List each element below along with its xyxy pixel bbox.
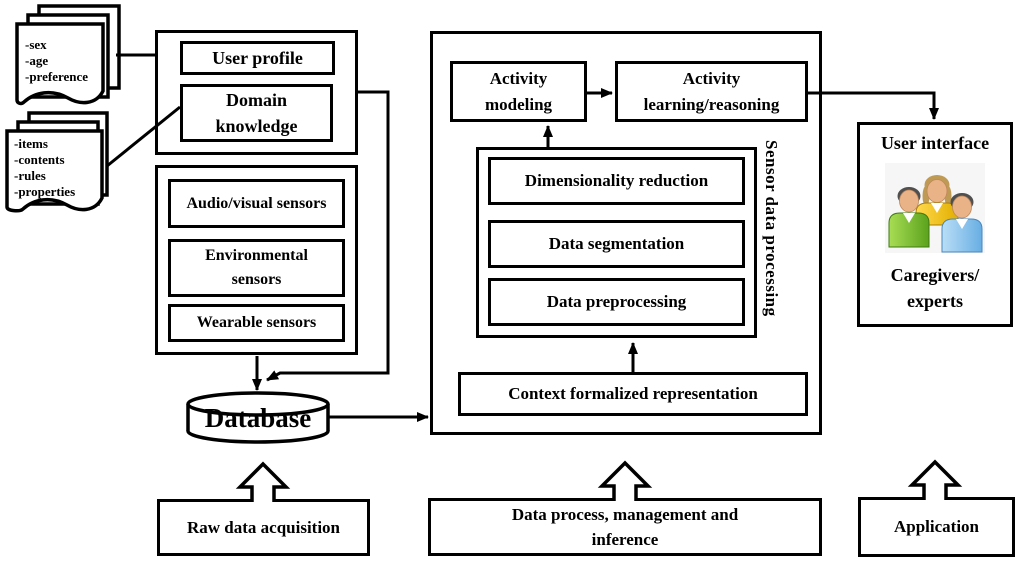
- activity-learning-box: Activity learning/reasoning: [615, 61, 808, 122]
- doc-line: -sex: [25, 37, 47, 52]
- caregivers-caption-line2: experts: [907, 291, 963, 311]
- doc-line: -contents: [14, 152, 65, 167]
- user-profile-box: User profile: [180, 41, 335, 75]
- wearable-sensors-label: Wearable sensors: [196, 314, 317, 331]
- database-cylinder-icon: [186, 391, 330, 444]
- raw-data-acquisition-label: Raw data acquisition: [186, 517, 341, 537]
- raw-data-acquisition-box: Raw data acquisition: [157, 499, 370, 556]
- user-interface-title: User interface: [880, 133, 990, 153]
- doc-line: -age: [25, 53, 49, 68]
- wearable-sensors-box: Wearable sensors: [168, 304, 345, 342]
- dimensionality-reduction-box: Dimensionality reduction: [488, 157, 745, 205]
- data-preprocessing-box: Data preprocessing: [488, 278, 745, 326]
- data-segmentation-label: Data segmentation: [548, 234, 685, 253]
- activity-learning-label: Activity learning/reasoning: [643, 68, 780, 114]
- caregivers-caption-line1: Caregivers/: [890, 265, 980, 285]
- context-representation-label: Context formalized representation: [508, 384, 758, 403]
- context-representation-box: Context formalized representation: [458, 372, 808, 416]
- document-bottom-text: -items -contents -rules -properties: [14, 136, 102, 200]
- caregivers-caption: Caregivers/ experts: [857, 262, 1013, 314]
- data-process-box: Data process, management and inference: [428, 498, 822, 556]
- database-label: Database: [204, 403, 312, 433]
- environmental-sensors-label: Environmental sensors: [205, 247, 308, 288]
- dimensionality-reduction-label: Dimensionality reduction: [524, 171, 709, 190]
- data-process-label: Data process, management and inference: [511, 505, 739, 549]
- application-box: Application: [858, 497, 1015, 557]
- activity-modeling-label: Activity modeling: [484, 68, 553, 114]
- doc-line: -preference: [25, 69, 89, 84]
- domain-knowledge-box: Domain knowledge: [180, 84, 333, 142]
- doc-line: -items: [14, 136, 48, 151]
- audio-visual-sensors-box: Audio/visual sensors: [168, 179, 345, 228]
- activity-modeling-box: Activity modeling: [450, 61, 587, 122]
- sensor-data-processing-side-label: Sensor data processing: [762, 140, 781, 317]
- data-preprocessing-label: Data preprocessing: [546, 292, 687, 311]
- doc-line: -properties: [14, 184, 76, 199]
- user-profile-label: User profile: [212, 48, 303, 68]
- audio-visual-sensors-label: Audio/visual sensors: [186, 194, 327, 212]
- document-stack-bottom-icon: [5, 111, 109, 213]
- document-top-text: -sex -age -preference: [25, 37, 111, 85]
- domain-knowledge-label: Domain knowledge: [215, 90, 298, 136]
- document-stack-top-icon: [15, 4, 121, 106]
- doc-line: -rules: [14, 168, 46, 183]
- data-segmentation-box: Data segmentation: [488, 220, 745, 268]
- application-label: Application: [893, 517, 980, 536]
- environmental-sensors-box: Environmental sensors: [168, 239, 345, 297]
